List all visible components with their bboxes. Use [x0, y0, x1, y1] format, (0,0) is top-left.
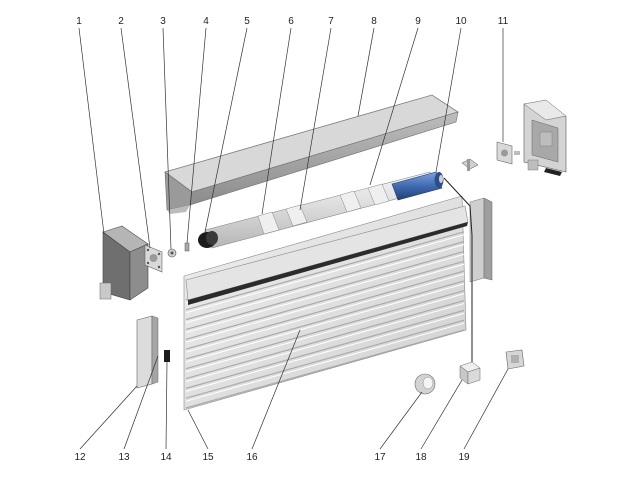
curtain-slat-highlight	[185, 322, 465, 402]
wall-plate-part	[505, 349, 525, 370]
callout-number: 1	[76, 16, 82, 27]
curtain-slat-highlight	[185, 283, 465, 363]
callout-number: 14	[160, 452, 172, 463]
leader-line	[261, 27, 292, 215]
curtain-slat-line	[185, 329, 465, 409]
motor-bracket-part	[461, 158, 479, 171]
bushing-part	[414, 373, 436, 395]
right-end-cap-part	[523, 99, 567, 176]
curtain-slat-line	[185, 319, 465, 399]
leader-line	[120, 27, 151, 249]
leader-line	[123, 355, 159, 450]
pin-part	[184, 242, 190, 252]
left-end-cap-part	[99, 225, 149, 301]
curtain-slat-highlight	[185, 303, 465, 383]
end-plug-part	[198, 231, 218, 248]
callout-number: 3	[160, 16, 166, 27]
clip-part	[164, 350, 170, 362]
end-plate-part	[144, 244, 163, 273]
callout-number: 9	[415, 16, 421, 27]
left-side-bracket-part	[136, 315, 159, 389]
callout-number: 16	[246, 452, 258, 463]
leader-line	[79, 385, 138, 450]
callout-number: 8	[371, 16, 377, 27]
bearing-part	[167, 248, 177, 258]
callout-number: 15	[202, 452, 214, 463]
leader-line	[435, 27, 462, 173]
leader-line	[78, 27, 105, 235]
curtain-slat-highlight	[185, 332, 465, 412]
leader-line	[187, 409, 209, 450]
curtain-slat-line	[185, 290, 465, 370]
leader-line	[162, 27, 172, 250]
callout-number: 5	[244, 16, 250, 27]
curtain-slat-line	[185, 309, 465, 389]
leader-line	[204, 27, 248, 233]
front-rail-part	[185, 205, 469, 305]
leader-line	[299, 27, 332, 211]
callout-number: 7	[328, 16, 334, 27]
curtain-slat-line	[185, 250, 465, 331]
callout-number: 18	[415, 452, 427, 463]
curtain-slats	[185, 221, 465, 412]
leader-line	[357, 27, 375, 117]
leader-line	[463, 368, 509, 450]
leader-line	[379, 391, 423, 450]
curtain-slat-highlight	[185, 312, 465, 392]
right-end-plate-part	[496, 141, 520, 165]
curtain-slat-highlight	[185, 263, 465, 343]
callout-number: 19	[458, 452, 470, 463]
leader-lines	[78, 27, 509, 450]
curtain-slat-highlight	[185, 234, 465, 314]
leader-line	[165, 361, 168, 450]
top-cover-part	[164, 94, 459, 214]
callout-number: 6	[288, 16, 294, 27]
motor-cable	[443, 177, 473, 362]
roller-curtain-part	[183, 195, 467, 412]
curtain-slat-line	[185, 299, 465, 380]
tubular-motor-part	[391, 171, 444, 201]
callout-number: 4	[203, 16, 209, 27]
curtain-slat-highlight	[185, 273, 465, 353]
curtain-slat-highlight	[185, 244, 465, 324]
switch-box-part	[459, 361, 481, 385]
callout-number: 17	[374, 452, 386, 463]
curtain-slat-highlight	[185, 293, 465, 373]
leader-line	[186, 27, 207, 244]
curtain-slat-line	[185, 231, 465, 311]
leader-line	[251, 329, 301, 450]
leader-line	[420, 379, 463, 450]
curtain-slat-highlight	[185, 253, 465, 333]
curtain-slat-line	[185, 260, 465, 340]
callout-number: 12	[74, 452, 86, 463]
callout-number: 13	[118, 452, 130, 463]
curtain-slat-line	[185, 241, 465, 321]
right-guide-rail-part	[469, 197, 493, 283]
callout-number: 11	[498, 16, 509, 27]
leader-line	[369, 27, 419, 186]
curtain-slat-line	[185, 280, 465, 360]
callout-number: 2	[118, 16, 124, 27]
curtain-slat-line	[185, 270, 465, 350]
callout-number: 10	[455, 16, 467, 27]
